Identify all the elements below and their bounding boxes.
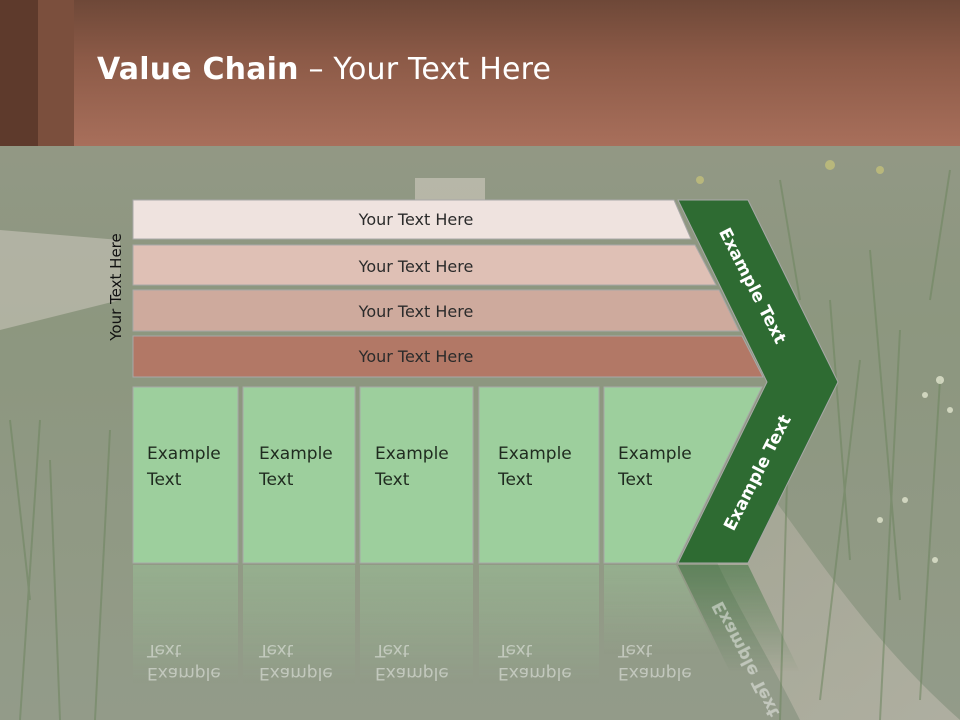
slide-title-separator: – [298,52,334,87]
support-band-2-label: Your Text Here [358,257,474,276]
support-band-3: Your Text Here [132,289,740,332]
reflection-label-3: Text [374,640,410,660]
primary-box-5: Example Text [603,386,763,564]
primary-box-5-line1: Example [618,444,692,464]
slide-title: Value Chain – Your Text Here [97,52,551,87]
slide-title-rest: Your Text Here [333,52,552,87]
primary-box-5-line2: Text [617,470,653,490]
reflection-label-4: Text [497,640,533,660]
support-band-2: Your Text Here [132,244,717,286]
primary-box-1-line2: Text [146,470,182,490]
primary-box-2-line2: Text [258,470,294,490]
reflection-label-1: Text [146,640,182,660]
reflection-label-4b: Example [498,663,572,683]
reflection-label-2b: Example [259,663,333,683]
reflection-label-5b: Example [618,663,692,683]
primary-box-3-line2: Text [374,470,410,490]
header-bar: Value Chain – Your Text Here [0,0,960,146]
reflection-label-1b: Example [147,663,221,683]
primary-box-2: Example Text [242,386,356,564]
primary-box-3: Example Text [359,386,474,564]
diagram-reflection: Text Example Text Example Text Example T… [133,565,800,720]
primary-box-3-line1: Example [375,444,449,464]
header-stripe-medium [38,0,74,146]
reflection-label-5: Text [617,640,653,660]
primary-box-4-line2: Text [497,470,533,490]
support-band-1-label: Your Text Here [358,210,474,229]
reflection-label-3b: Example [375,663,449,683]
primary-box-4: Example Text [478,386,600,564]
support-band-4-label: Your Text Here [358,347,474,366]
support-band-1: Your Text Here [132,199,692,240]
support-band-4: Your Text Here [132,335,764,378]
slide-title-bold: Value Chain [97,52,299,87]
primary-box-4-line1: Example [498,444,572,464]
primary-box-1: Example Text [132,386,239,564]
header-stripe-dark [0,0,38,146]
primary-box-2-line1: Example [259,444,333,464]
primary-box-1-line1: Example [147,444,221,464]
support-band-3-label: Your Text Here [358,302,474,321]
reflection-label-2: Text [258,640,294,660]
